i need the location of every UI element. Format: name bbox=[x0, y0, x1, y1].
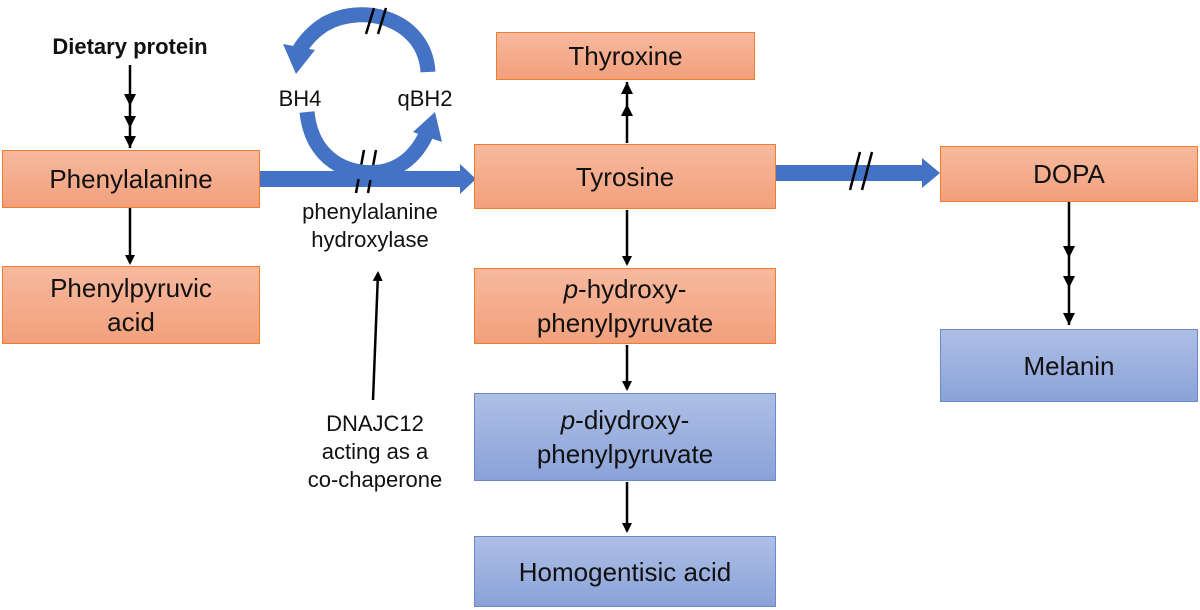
hydroxyphenylpyruvate-label: p-hydroxy-phenylpyruvate bbox=[536, 274, 714, 338]
dietary-protein-label: Dietary protein bbox=[52, 34, 208, 59]
dietary-to-phenylalanine-arrow bbox=[124, 65, 136, 148]
qbh2-label: qBH2 bbox=[397, 86, 453, 111]
cofactor-cycle-arrows bbox=[283, 7, 442, 181]
tyrosine-to-dopa-arrow bbox=[776, 158, 940, 188]
chaperone-line1: DNAJC12 bbox=[326, 411, 424, 436]
chaperone-label: DNAJC12 acting as a co-chaperone bbox=[275, 410, 475, 494]
homogentisic-acid-node: Homogentisic acid bbox=[474, 536, 776, 607]
tyrosine-node: Tyrosine bbox=[474, 144, 776, 209]
cycle-block-mark bbox=[364, 7, 388, 35]
chaperone-to-enzyme-arrow bbox=[371, 271, 383, 401]
tyrosine-to-thyroxine-arrow bbox=[621, 82, 633, 143]
chaperone-line3: co-chaperone bbox=[307, 467, 443, 492]
enzyme-line2: hydroxylase bbox=[311, 227, 429, 252]
phenylpyruvic-acid-node: Phenylpyruvic acid bbox=[2, 266, 260, 344]
thyroxine-node: Thyroxine bbox=[496, 32, 755, 80]
dopa-to-melanin-arrow bbox=[1063, 202, 1075, 325]
melanin-node: Melanin bbox=[940, 329, 1198, 402]
enzyme-line1: phenylalanine bbox=[302, 199, 438, 224]
hydroxyphenylpyruvate-node: p-hydroxy-phenylpyruvate bbox=[474, 268, 776, 344]
diydroxyphenylpyruvate-node: p-diydroxy-phenylpyruvate bbox=[474, 393, 776, 481]
dopa-block-mark bbox=[848, 151, 874, 191]
dopa-node: DOPA bbox=[940, 146, 1198, 202]
phenylalanine-node: Phenylalanine bbox=[2, 150, 260, 208]
diydroxyphenylpyruvate-label: p-diydroxy-phenylpyruvate bbox=[536, 405, 714, 469]
chaperone-line2: acting as a bbox=[321, 439, 429, 464]
enzyme-label: phenylalanine hydroxylase bbox=[270, 198, 470, 254]
bh4-label: BH4 bbox=[278, 86, 322, 111]
